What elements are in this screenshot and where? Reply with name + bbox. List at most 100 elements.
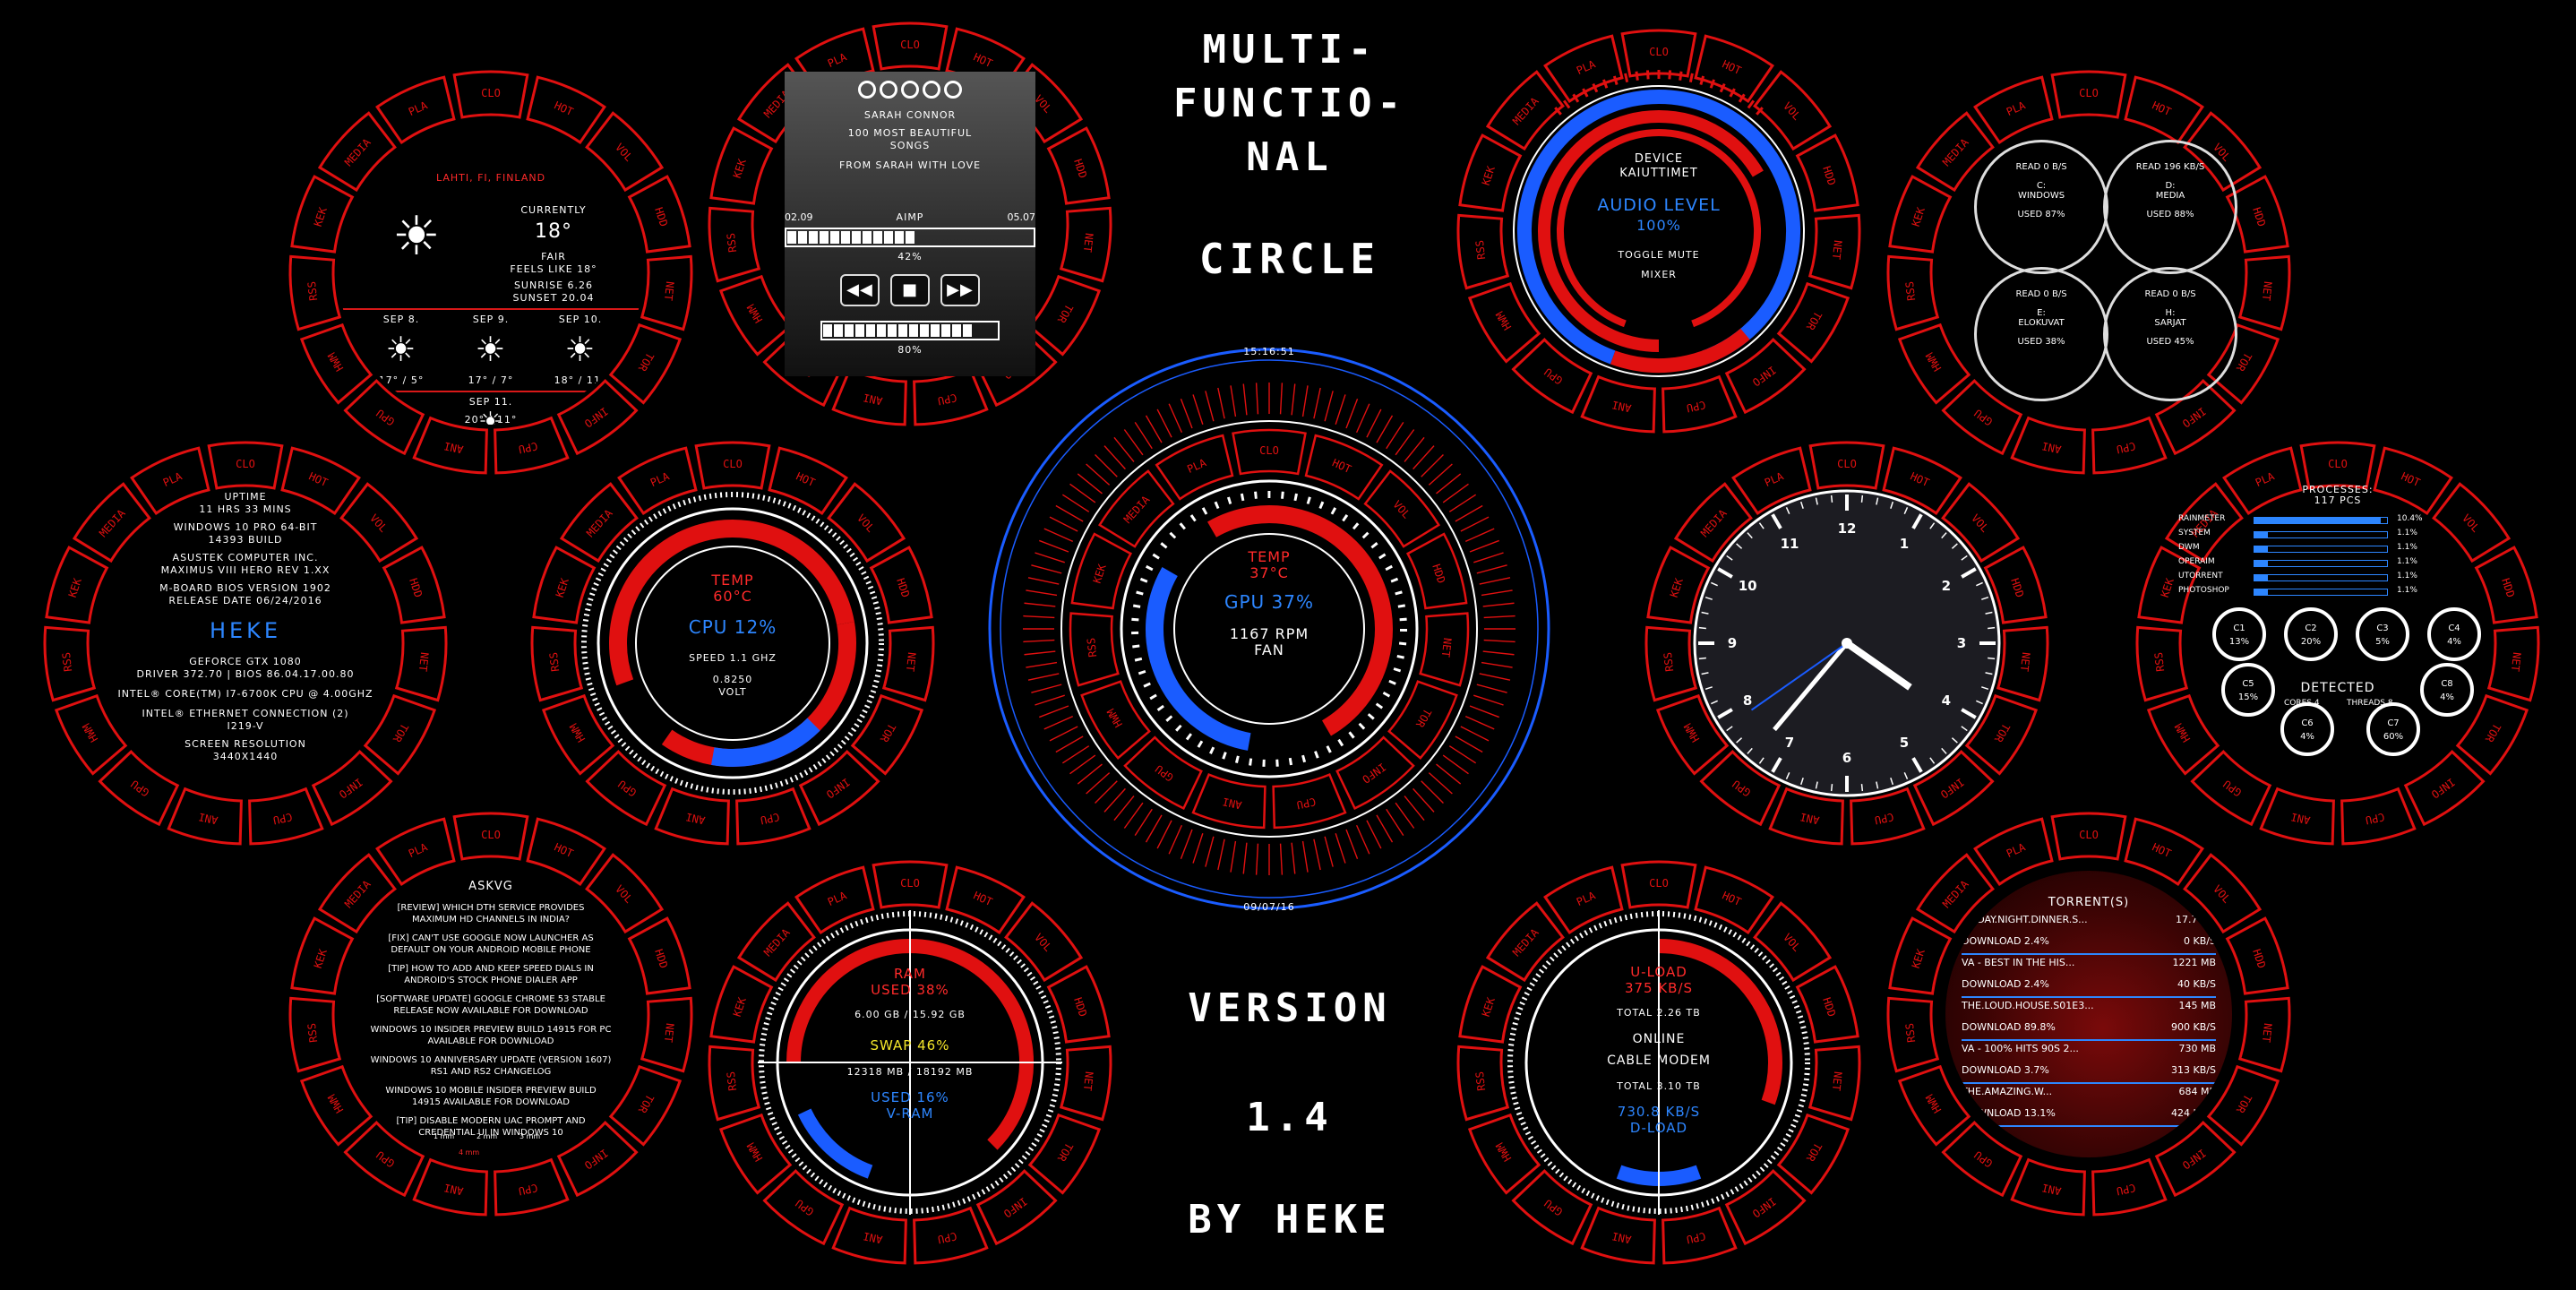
gpu-ring-label-gpu[interactable]: GPU [1153, 762, 1176, 784]
ring-segment-tor[interactable] [1776, 1113, 1850, 1195]
ring-segment-hwm[interactable] [299, 322, 374, 405]
gpu-ring-segment-vol[interactable] [1363, 469, 1441, 548]
ring-segment-ani[interactable] [2259, 787, 2335, 846]
ring-label-kek[interactable]: KEK [1910, 205, 1928, 228]
ring-segment-ani[interactable] [1580, 1206, 1656, 1265]
ring-segment-pla[interactable] [375, 75, 456, 145]
ring-segment-clo[interactable] [1808, 441, 1885, 490]
ring-segment-hwm[interactable] [1467, 1113, 1541, 1195]
ring-segment-net[interactable] [1059, 1045, 1112, 1122]
ring-segment-vol[interactable] [585, 853, 665, 934]
ring-label-gpu[interactable]: GPU [1972, 1148, 1996, 1170]
ring-label-net[interactable]: NET [2260, 1022, 2274, 1043]
ring-label-net[interactable]: NET [2018, 651, 2032, 672]
ring-segment-info[interactable] [2403, 750, 2486, 827]
ring-label-media[interactable]: MEDIA [1940, 135, 1971, 168]
ring-segment-vol[interactable] [585, 111, 665, 193]
ring-label-ani[interactable]: ANI [1610, 399, 1632, 415]
ring-segment-gpu[interactable] [1511, 1169, 1593, 1246]
ring-label-info[interactable]: INFO [582, 1147, 611, 1172]
ring-segment-info[interactable] [975, 1169, 1058, 1246]
ring-label-hwm[interactable]: HWM [744, 302, 765, 325]
gpu-ring-segment-gpu[interactable] [1123, 735, 1203, 811]
gpu-ring-segment-rss[interactable] [1069, 612, 1120, 687]
ring-segment-net[interactable] [1996, 625, 2049, 702]
ring-segment-pla[interactable] [2222, 446, 2303, 516]
gpu-ring-segment-hot[interactable] [1304, 434, 1384, 501]
ring-label-cpu[interactable]: CPU [1686, 399, 1707, 415]
rss-item-line[interactable]: CREDENTIAL UI IN WINDOWS 10 [418, 1128, 563, 1138]
ring-segment-info[interactable] [1724, 1169, 1807, 1246]
ring-segment-rss[interactable] [2135, 625, 2189, 702]
ring-label-ani[interactable]: ANI [1610, 1230, 1632, 1246]
ring-segment-media[interactable] [317, 853, 397, 934]
ring-segment-ani[interactable] [167, 787, 243, 846]
gpu-ring-label-kek[interactable]: KEK [1091, 562, 1109, 585]
ring-label-hdd[interactable]: HDD [1820, 996, 1838, 1019]
ring-segment-cpu[interactable] [913, 1206, 989, 1265]
ring-label-hdd[interactable]: HDD [2250, 948, 2268, 970]
ring-label-pla[interactable]: PLA [2005, 840, 2028, 860]
ring-segment-hdd[interactable] [1046, 965, 1111, 1044]
torrent-row[interactable]: DOWNLOAD 2.4%0 KB/S [1945, 935, 2232, 957]
ring-segment-vol[interactable] [1753, 901, 1833, 983]
ring-segment-cpu[interactable] [1662, 374, 1738, 434]
ring-segment-kek[interactable] [1458, 965, 1523, 1044]
ring-segment-pla[interactable] [794, 865, 875, 935]
torrent-row[interactable]: DOWNLOAD 3.7%313 KB/S [1945, 1064, 2232, 1086]
ring-segment-net[interactable] [2237, 996, 2291, 1073]
stop-button[interactable]: ■ [890, 274, 930, 306]
ring-label-gpu[interactable]: GPU [374, 1148, 398, 1170]
ring-segment-net[interactable] [2486, 625, 2540, 702]
ring-segment-ani[interactable] [2010, 1157, 2086, 1217]
ring-segment-tor[interactable] [2455, 693, 2529, 776]
ring-segment-hot[interactable] [2373, 446, 2453, 516]
ring-segment-vol[interactable] [2183, 853, 2263, 934]
gpu-ring-label-hdd[interactable]: HDD [1430, 563, 1447, 585]
ring-segment-clo[interactable] [1620, 29, 1697, 78]
ring-segment-hwm[interactable] [541, 693, 615, 776]
ring-label-rss[interactable]: RSS [725, 232, 739, 253]
ring-segment-tor[interactable] [850, 693, 924, 776]
volume-bar[interactable] [820, 321, 1000, 340]
rss-page-current[interactable]: 4 mm [459, 1148, 480, 1157]
rss-item-line[interactable]: [SOFTWARE UPDATE] GOOGLE CHROME 53 STABL… [376, 994, 605, 1004]
ring-segment-clo[interactable] [1620, 860, 1697, 909]
ring-segment-kek[interactable] [2137, 546, 2202, 624]
rss-item-line[interactable]: AVAILABLE FOR DOWNLOAD [427, 1036, 554, 1046]
mixer-button[interactable]: MIXER [1641, 269, 1677, 280]
ring-segment-hot[interactable] [526, 817, 606, 887]
ring-label-pla[interactable]: PLA [2005, 99, 2028, 118]
ring-label-hot[interactable]: HOT [307, 469, 331, 489]
torrent-row[interactable]: VA - BEST IN THE HIS...1221 MB [1962, 957, 2216, 968]
ring-segment-ani[interactable] [831, 1206, 907, 1265]
ring-label-hot[interactable]: HOT [2151, 840, 2174, 860]
ring-segment-tor[interactable] [1776, 281, 1850, 364]
ring-segment-hwm[interactable] [2146, 693, 2220, 776]
ring-label-cpu[interactable]: CPU [760, 811, 781, 827]
ring-segment-info[interactable] [2154, 1121, 2237, 1198]
ring-label-ani[interactable]: ANI [197, 811, 219, 827]
ring-segment-clo[interactable] [872, 860, 949, 909]
ring-segment-hdd[interactable] [1795, 965, 1859, 1044]
ring-segment-cpu[interactable] [735, 787, 811, 846]
ring-segment-clo[interactable] [872, 22, 949, 71]
ring-label-ani[interactable]: ANI [2040, 1182, 2062, 1198]
ring-label-clo[interactable]: CLO [1649, 46, 1669, 58]
ring-label-vol[interactable]: VOL [613, 141, 635, 163]
ring-label-kek[interactable]: KEK [731, 995, 749, 1019]
previous-button[interactable]: ◀◀ [840, 274, 880, 306]
rss-page-2[interactable]: 2 mm [477, 1132, 498, 1140]
ring-segment-hdd[interactable] [627, 916, 691, 995]
ring-segment-rss[interactable] [1886, 996, 1940, 1073]
ring-label-net[interactable]: NET [416, 651, 431, 672]
ring-segment-gpu[interactable] [343, 379, 425, 456]
gpu-ring-segment-net[interactable] [1419, 612, 1470, 687]
ring-label-rss[interactable]: RSS [1662, 651, 1676, 672]
ring-segment-kek[interactable] [290, 175, 355, 254]
ring-segment-info[interactable] [798, 750, 880, 827]
ring-segment-hot[interactable] [2124, 75, 2204, 145]
rss-item-line[interactable]: RS1 AND RS2 CHANGELOG [430, 1067, 552, 1077]
